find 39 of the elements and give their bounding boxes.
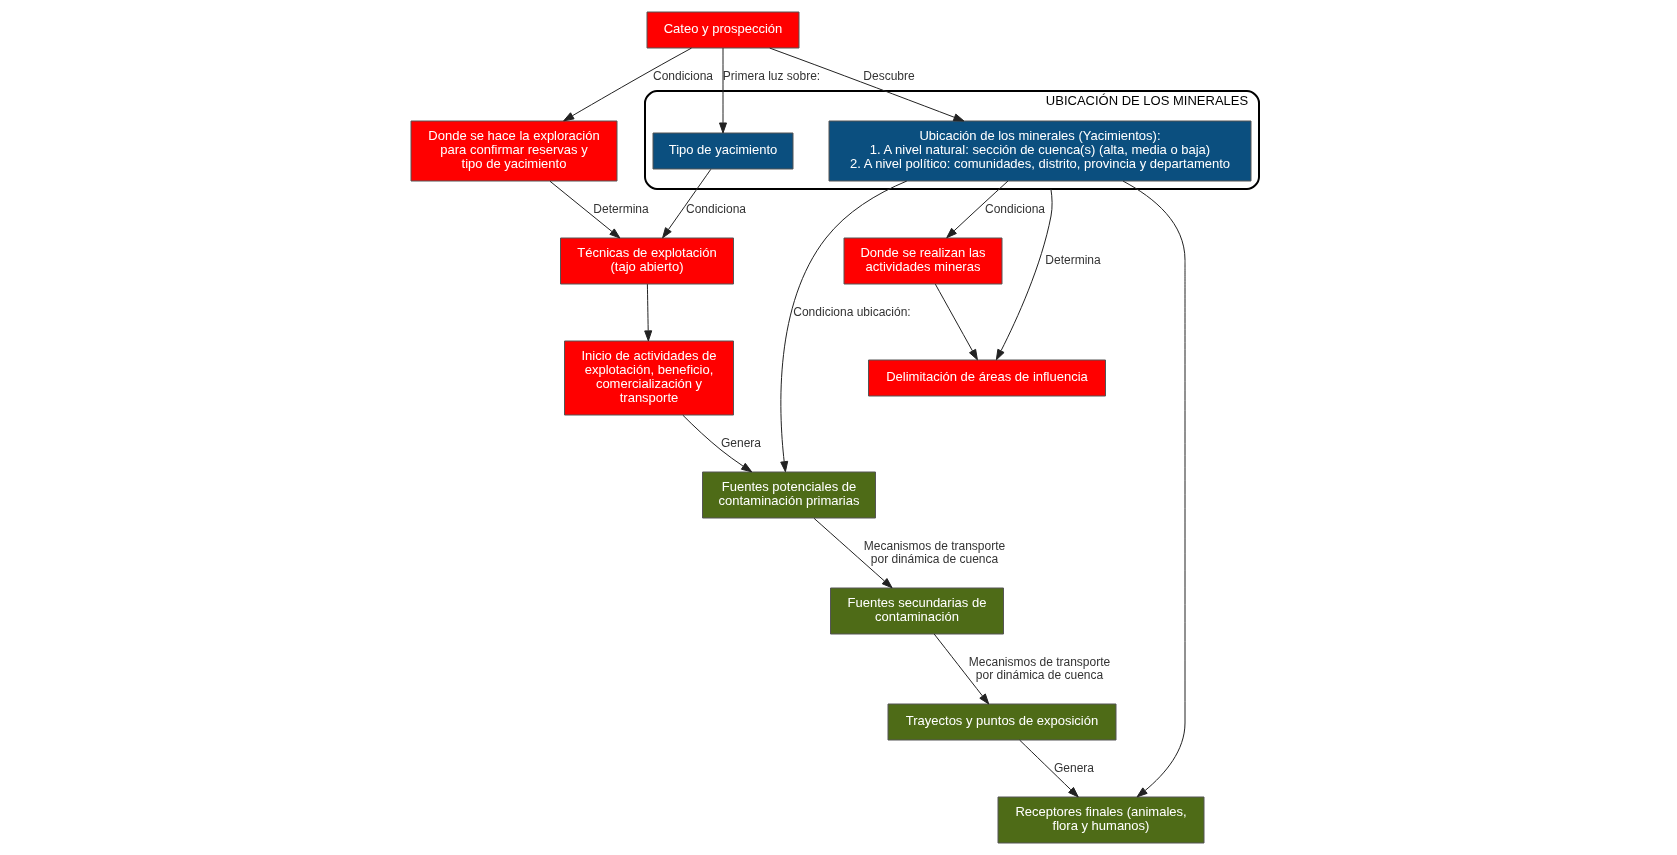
arrow xyxy=(1018,739,1079,798)
arrow xyxy=(945,180,1008,239)
arrow xyxy=(681,414,752,473)
node-box: Inicio de actividades de explotación, beneficio, comercialización y transporte xyxy=(563,340,734,416)
edge-label: Determina xyxy=(1044,253,1101,268)
arrow xyxy=(933,633,989,705)
edge-label: Descubre xyxy=(862,68,915,83)
arrow xyxy=(643,283,652,342)
edge-label: Genera xyxy=(1053,760,1094,775)
arrow xyxy=(934,283,978,361)
edge-label: Mecanismos de transporte por dinámica de cuenca xyxy=(863,538,1005,566)
arrow xyxy=(549,180,620,239)
node-box: Delimitación de áreas de influencia xyxy=(867,359,1106,397)
node-box: Cateo y prospección xyxy=(646,11,799,49)
edge-label: Determina xyxy=(592,201,649,216)
arrow xyxy=(779,180,907,473)
edge-label: Condiciona xyxy=(685,201,746,216)
node-box: Trayectos y puntos de exposición xyxy=(887,703,1116,741)
node-box: Donde se hace la exploración para confirmar reservas y tipo de yacimiento xyxy=(410,120,617,182)
node-box: Técnicas de explotación (tajo abierto) xyxy=(559,237,734,285)
node-box: Fuentes secundarias de contaminación xyxy=(829,587,1004,635)
edge-label: Primera luz sobre: xyxy=(722,68,820,83)
node-box: Fuentes potenciales de contaminación primarias xyxy=(701,471,876,519)
edge-label: Mecanismos de transporte por dinámica de cuenca xyxy=(968,654,1110,682)
edge-label: Condiciona xyxy=(652,68,713,83)
node-box: Tipo de yacimiento xyxy=(652,132,793,170)
arrow xyxy=(562,47,692,122)
node-box: Donde se realizan las actividades mineras xyxy=(843,237,1002,285)
node-box: Receptores finales (animales, flora y humanos) xyxy=(997,796,1204,844)
node-box: Ubicación de los minerales (Yacimientos): 1. A nivel natural: sección de cuenca(s) (alta, media o baja) 2. A nivel político: comunidades, distrito, provincia y departamento xyxy=(828,120,1251,182)
arrow xyxy=(813,517,893,589)
arrow xyxy=(995,188,1053,361)
arrow xyxy=(718,47,727,134)
edge-label: Condiciona xyxy=(984,201,1045,216)
arrow xyxy=(768,47,964,122)
arrow xyxy=(661,168,711,239)
edge-label: Condiciona ubicación: xyxy=(792,304,911,319)
arrow xyxy=(1122,180,1185,798)
edge-label: Genera xyxy=(720,435,761,450)
